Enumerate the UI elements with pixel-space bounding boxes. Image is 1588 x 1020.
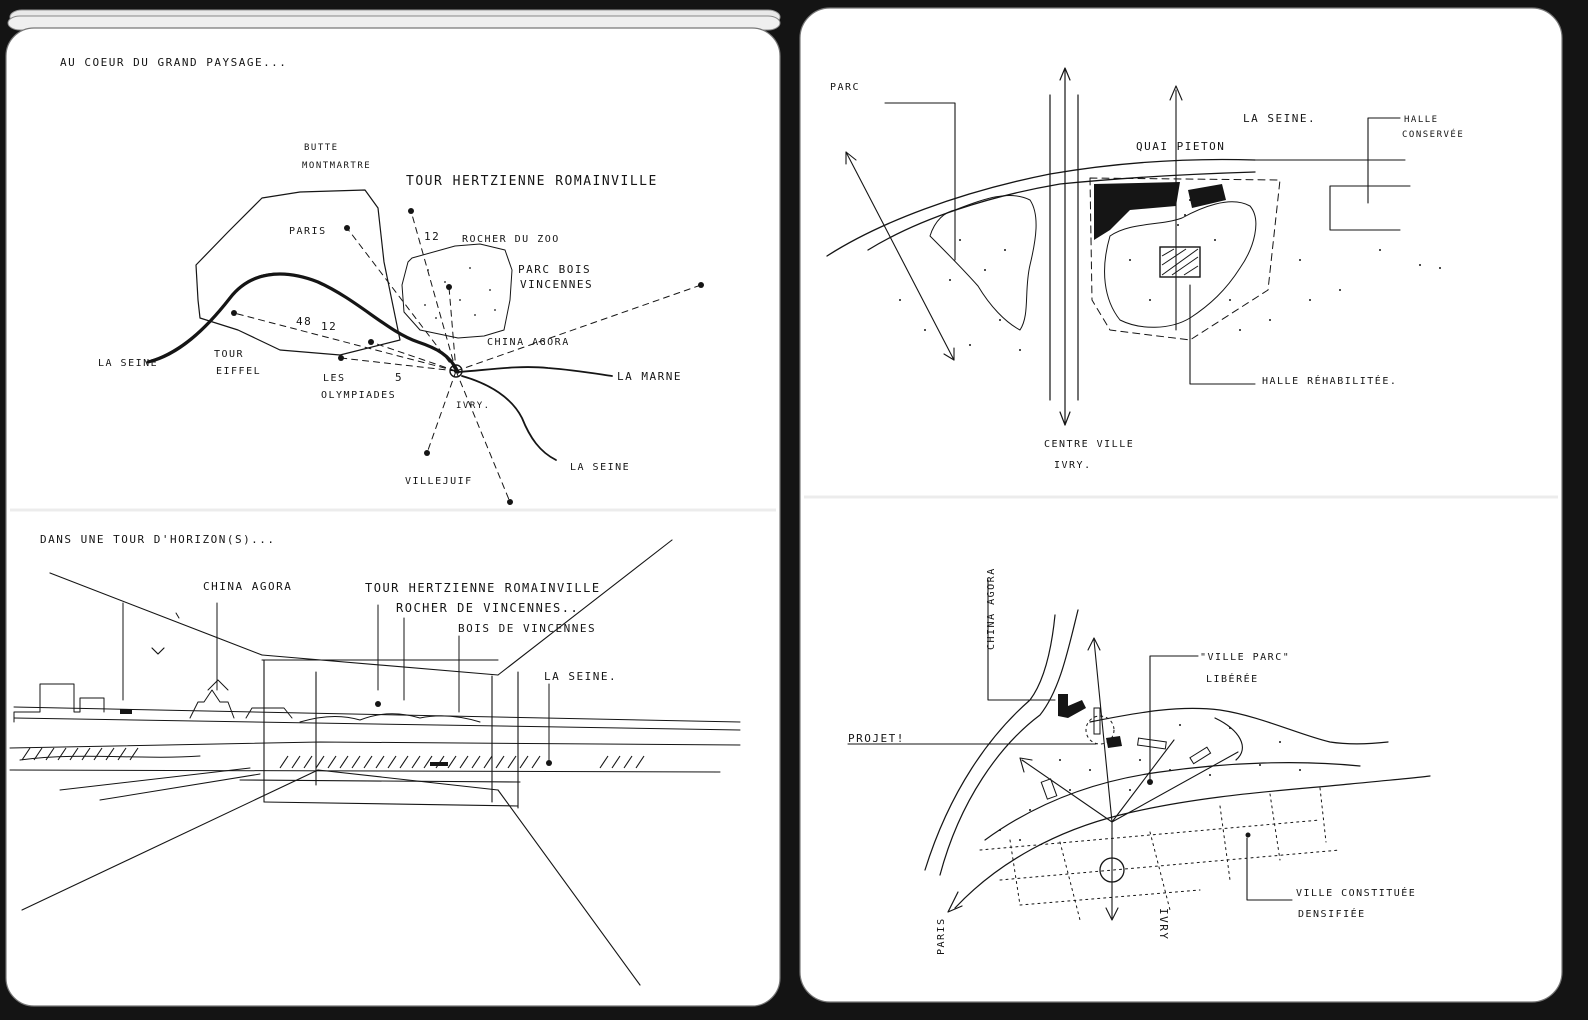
v-mark xyxy=(151,647,165,655)
stipple-top-right xyxy=(899,199,1441,351)
radiating-arrows xyxy=(1019,637,1239,921)
label-china-agora-vert: CHINA AGORA xyxy=(986,567,997,650)
label-les: LES xyxy=(323,373,346,384)
halle-rehabilitee-block xyxy=(1159,246,1201,278)
halle-conservee-block xyxy=(1094,182,1180,240)
label-montmartre: MONTMARTRE xyxy=(302,161,371,171)
label-halle-2: CONSERVÉE xyxy=(1402,128,1464,140)
vertical-road xyxy=(1049,67,1079,426)
label-ville-parc: "VILLE PARC" xyxy=(1200,652,1290,663)
label-num-12a: 12 xyxy=(424,230,440,243)
left-page-paper xyxy=(5,27,781,1007)
dashed-parcel xyxy=(1089,177,1281,341)
sight-lines xyxy=(233,210,702,503)
river-seine-upstream xyxy=(461,375,557,461)
label-rocher-zoo: ROCHER DU ZOO xyxy=(462,234,560,245)
label-la-seine-right: LA SEINE xyxy=(570,462,630,473)
china-agora-building xyxy=(1058,694,1086,718)
heading-tour-horizon: DANS UNE TOUR D'HORIZON(S)... xyxy=(40,533,276,546)
right-page xyxy=(799,7,1563,1003)
ivry-circle xyxy=(1099,857,1125,883)
label-parc: PARC xyxy=(830,82,860,93)
stipple-bottom-right xyxy=(999,724,1301,841)
quai-plan-sketch: PARC LA SEINE. HALLE CONSERVÉE QUAI PIET… xyxy=(826,67,1464,471)
label-china-agora: CHINA AGORA xyxy=(487,337,570,348)
skyline xyxy=(9,679,741,801)
label-centre-ville: CENTRE VILLE xyxy=(1044,439,1134,450)
label-projet: PROJET! xyxy=(848,732,905,745)
label-china-agora-pano: CHINA AGORA xyxy=(203,580,292,593)
label-densifiee: DENSIFIÉE xyxy=(1298,907,1366,920)
label-tour-hertzienne: TOUR HERTZIENNE ROMAINVILLE xyxy=(406,174,658,189)
label-liberee: LIBÉRÉE xyxy=(1206,672,1259,685)
label-la-marne: LA MARNE xyxy=(617,370,682,383)
leader-lines xyxy=(122,602,550,761)
bois-stipple xyxy=(424,267,496,319)
label-butte: BUTTE xyxy=(304,143,339,153)
label-eiffel: EIFFEL xyxy=(216,366,261,377)
label-num-12b: 12 xyxy=(321,320,337,333)
tour-horizon-panorama-sketch: DANS UNE TOUR D'HORIZON(S)... xyxy=(9,533,741,986)
urban-grid xyxy=(979,787,1341,921)
park-blob-right xyxy=(1104,201,1257,328)
label-olympiades: OLYMPIADES xyxy=(321,390,396,401)
label-centre-ivry: IVRY. xyxy=(1054,460,1092,471)
label-rocher-vincennes: ROCHER DE VINCENNES.. xyxy=(396,601,579,615)
left-page xyxy=(5,9,781,1007)
label-la-seine-plan: LA SEINE. xyxy=(1243,112,1316,125)
label-halle-rehabilitee: HALLE RÉHABILITÉE. xyxy=(1262,374,1397,387)
label-la-seine-left: LA SEINE xyxy=(98,358,158,369)
label-num-48: 48 xyxy=(296,315,312,328)
paris-boundary xyxy=(195,189,401,356)
heading-grand-paysage: AU COEUR DU GRAND PAYSAGE... xyxy=(60,56,287,69)
label-parc-bois: PARC BOIS xyxy=(518,263,591,276)
park-blob-left xyxy=(929,194,1037,331)
label-paris: PARIS xyxy=(289,226,327,237)
bois-vincennes-area xyxy=(401,243,513,339)
panorama-marks xyxy=(120,701,552,766)
right-page-paper xyxy=(799,7,1563,1003)
seine-lower-band xyxy=(954,775,1431,909)
label-vincennes: VINCENNES xyxy=(520,278,593,291)
label-tour-hertzienne-pano: TOUR HERTZIENNE ROMAINVILLE xyxy=(365,581,601,595)
label-ivry-vert: IVRY xyxy=(1157,908,1170,941)
diagonal-arrow xyxy=(845,151,955,361)
label-tour: TOUR xyxy=(214,349,244,360)
label-ville-constituee: VILLE CONSTITUÉE xyxy=(1296,886,1416,899)
rocher-dot xyxy=(446,284,452,290)
viewpoint-dots xyxy=(231,208,704,505)
label-bois-vincennes: BOIS DE VINCENNES xyxy=(458,622,596,635)
ville-parc-sketch: CHINA AGORA "VILLE PARC" LIBÉRÉE PROJET!… xyxy=(847,567,1431,955)
label-num-5: 5 xyxy=(395,371,403,384)
label-villejuif: VILLEJUIF xyxy=(405,476,473,487)
label-la-seine-pano: LA SEINE. xyxy=(544,670,617,683)
label-ivry: IVRY. xyxy=(456,401,491,411)
label-halle-1: HALLE xyxy=(1404,115,1439,125)
river-bank-upper xyxy=(939,609,1079,876)
label-paris-vert: PARIS xyxy=(936,917,947,955)
label-quai-pieton: QUAI PIETON xyxy=(1136,140,1225,153)
hatched-band xyxy=(21,747,645,769)
river-marne xyxy=(457,366,613,377)
grand-paysage-map-sketch: AU COEUR DU GRAND PAYSAGE... xyxy=(60,56,704,505)
